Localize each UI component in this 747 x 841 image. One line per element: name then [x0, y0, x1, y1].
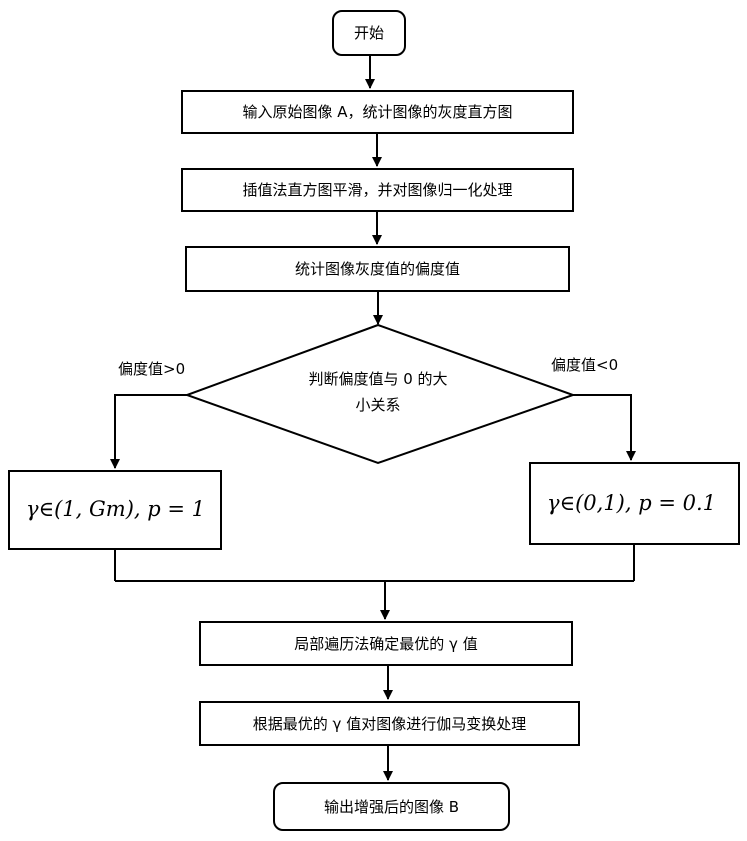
gamma-step-label: 根据最优的 γ 值对图像进行伽马变换处理	[253, 715, 526, 733]
input-step: 输入原始图像 A，统计图像的灰度直方图	[181, 90, 574, 134]
arrow-decision-to-right	[573, 395, 631, 460]
edge-label-right: 偏度值<0	[551, 354, 618, 375]
decision-line-2: 小关系	[268, 392, 488, 418]
smooth-step: 插值法直方图平滑，并对图像归一化处理	[181, 168, 574, 212]
left-branch-formula: γ∈(1, Gm), p = 1	[26, 497, 205, 522]
right-branch-formula: γ∈(0,1), p = 0.1	[547, 491, 716, 516]
edge-label-left: 偏度值>0	[118, 358, 185, 379]
decision-line-1: 判断偏度值与 0 的大	[268, 366, 488, 392]
gamma-step: 根据最优的 γ 值对图像进行伽马变换处理	[199, 701, 580, 746]
skew-step: 统计图像灰度值的偏度值	[185, 246, 570, 292]
search-step-label: 局部遍历法确定最优的 γ 值	[294, 635, 477, 653]
smooth-step-label: 插值法直方图平滑，并对图像归一化处理	[242, 181, 512, 199]
skew-step-label: 统计图像灰度值的偏度值	[295, 260, 460, 278]
output-label: 输出增强后的图像 B	[324, 798, 459, 816]
start-label: 开始	[354, 24, 384, 42]
decision-text: 判断偏度值与 0 的大 小关系	[268, 366, 488, 419]
start-node: 开始	[332, 10, 406, 56]
arrow-decision-to-left	[115, 395, 187, 468]
right-branch-box: γ∈(0,1), p = 0.1	[529, 462, 740, 545]
search-step: 局部遍历法确定最优的 γ 值	[199, 621, 573, 666]
input-step-label: 输入原始图像 A，统计图像的灰度直方图	[242, 103, 512, 121]
left-branch-box: γ∈(1, Gm), p = 1	[8, 470, 222, 550]
output-node: 输出增强后的图像 B	[273, 782, 510, 831]
